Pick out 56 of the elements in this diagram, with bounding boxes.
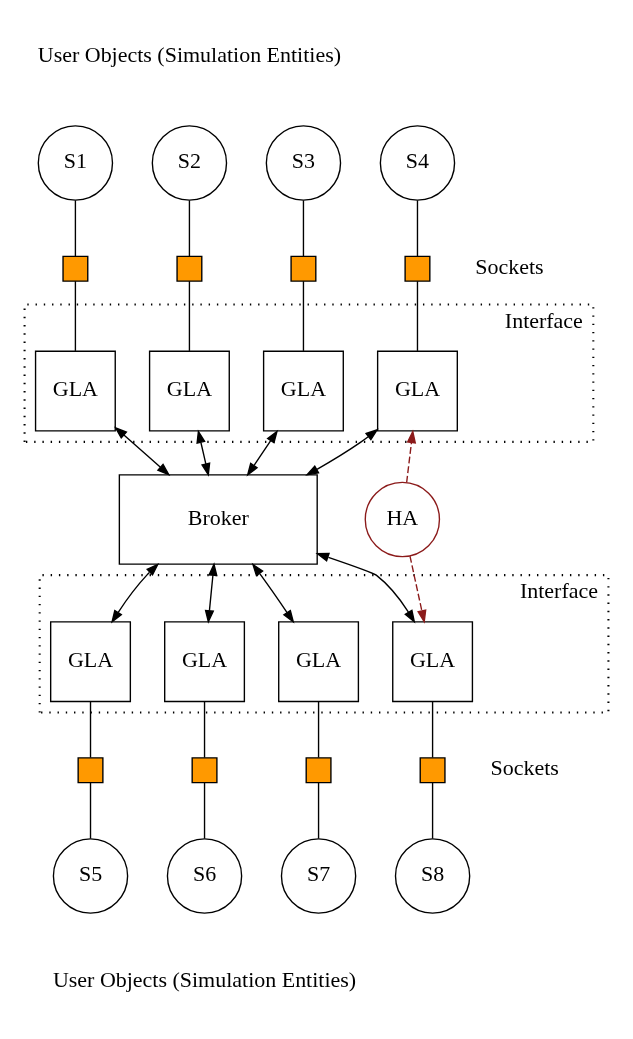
connector: [431, 781, 434, 840]
connector: [431, 701, 434, 759]
arrow: [204, 562, 218, 624]
node-box: [404, 255, 431, 282]
label: User Objects (Simulation Entities): [52, 967, 357, 992]
connector: [416, 280, 419, 352]
arrow: [315, 552, 416, 624]
node-box: GLA: [34, 350, 116, 432]
node-circle: HA: [364, 481, 441, 558]
node-box: GLA: [376, 350, 458, 432]
connector: [317, 701, 320, 759]
connector: [302, 280, 305, 352]
arrow: [114, 426, 171, 476]
connector: [74, 280, 77, 352]
connector: [74, 199, 77, 257]
node-circle: S4: [379, 125, 456, 201]
connector: [203, 781, 206, 840]
node-circle: S7: [280, 838, 357, 914]
node-box: GLA: [392, 621, 474, 703]
arrow: [111, 563, 160, 624]
label: User Objects (Simulation Entities): [37, 42, 342, 68]
node-box: GLA: [278, 621, 360, 703]
node-box: [176, 255, 203, 282]
node-circle: S2: [151, 125, 228, 201]
node-box: [305, 757, 332, 784]
node-circle: S5: [52, 838, 129, 914]
connector: [317, 781, 320, 840]
node-box: [290, 255, 317, 282]
arrow: [196, 429, 211, 477]
node-box: GLA: [148, 350, 230, 432]
node-box: [77, 757, 104, 784]
node-box: GLA: [164, 621, 246, 703]
node-box: [419, 757, 446, 784]
node-circle: S8: [394, 838, 471, 914]
node-box: GLA: [262, 350, 344, 432]
connector: [203, 701, 206, 759]
node-box: [62, 255, 89, 282]
node-circle: S1: [37, 125, 114, 201]
arrow: [409, 555, 427, 624]
node-box: [191, 757, 218, 784]
connector: [89, 701, 92, 759]
arrow: [251, 562, 295, 624]
label: Sockets: [490, 755, 559, 781]
arrow: [305, 428, 379, 476]
connector: [416, 199, 419, 257]
node-box: GLA: [50, 621, 132, 703]
connector: [188, 280, 191, 352]
node-circle: S3: [265, 125, 342, 201]
arrow: [405, 429, 417, 484]
arrow: [246, 429, 279, 477]
label: Sockets: [475, 254, 544, 280]
connector: [188, 199, 191, 257]
node-box: Broker: [118, 474, 318, 565]
connector: [302, 199, 305, 257]
connector: [89, 781, 92, 840]
node-circle: S6: [166, 838, 243, 914]
